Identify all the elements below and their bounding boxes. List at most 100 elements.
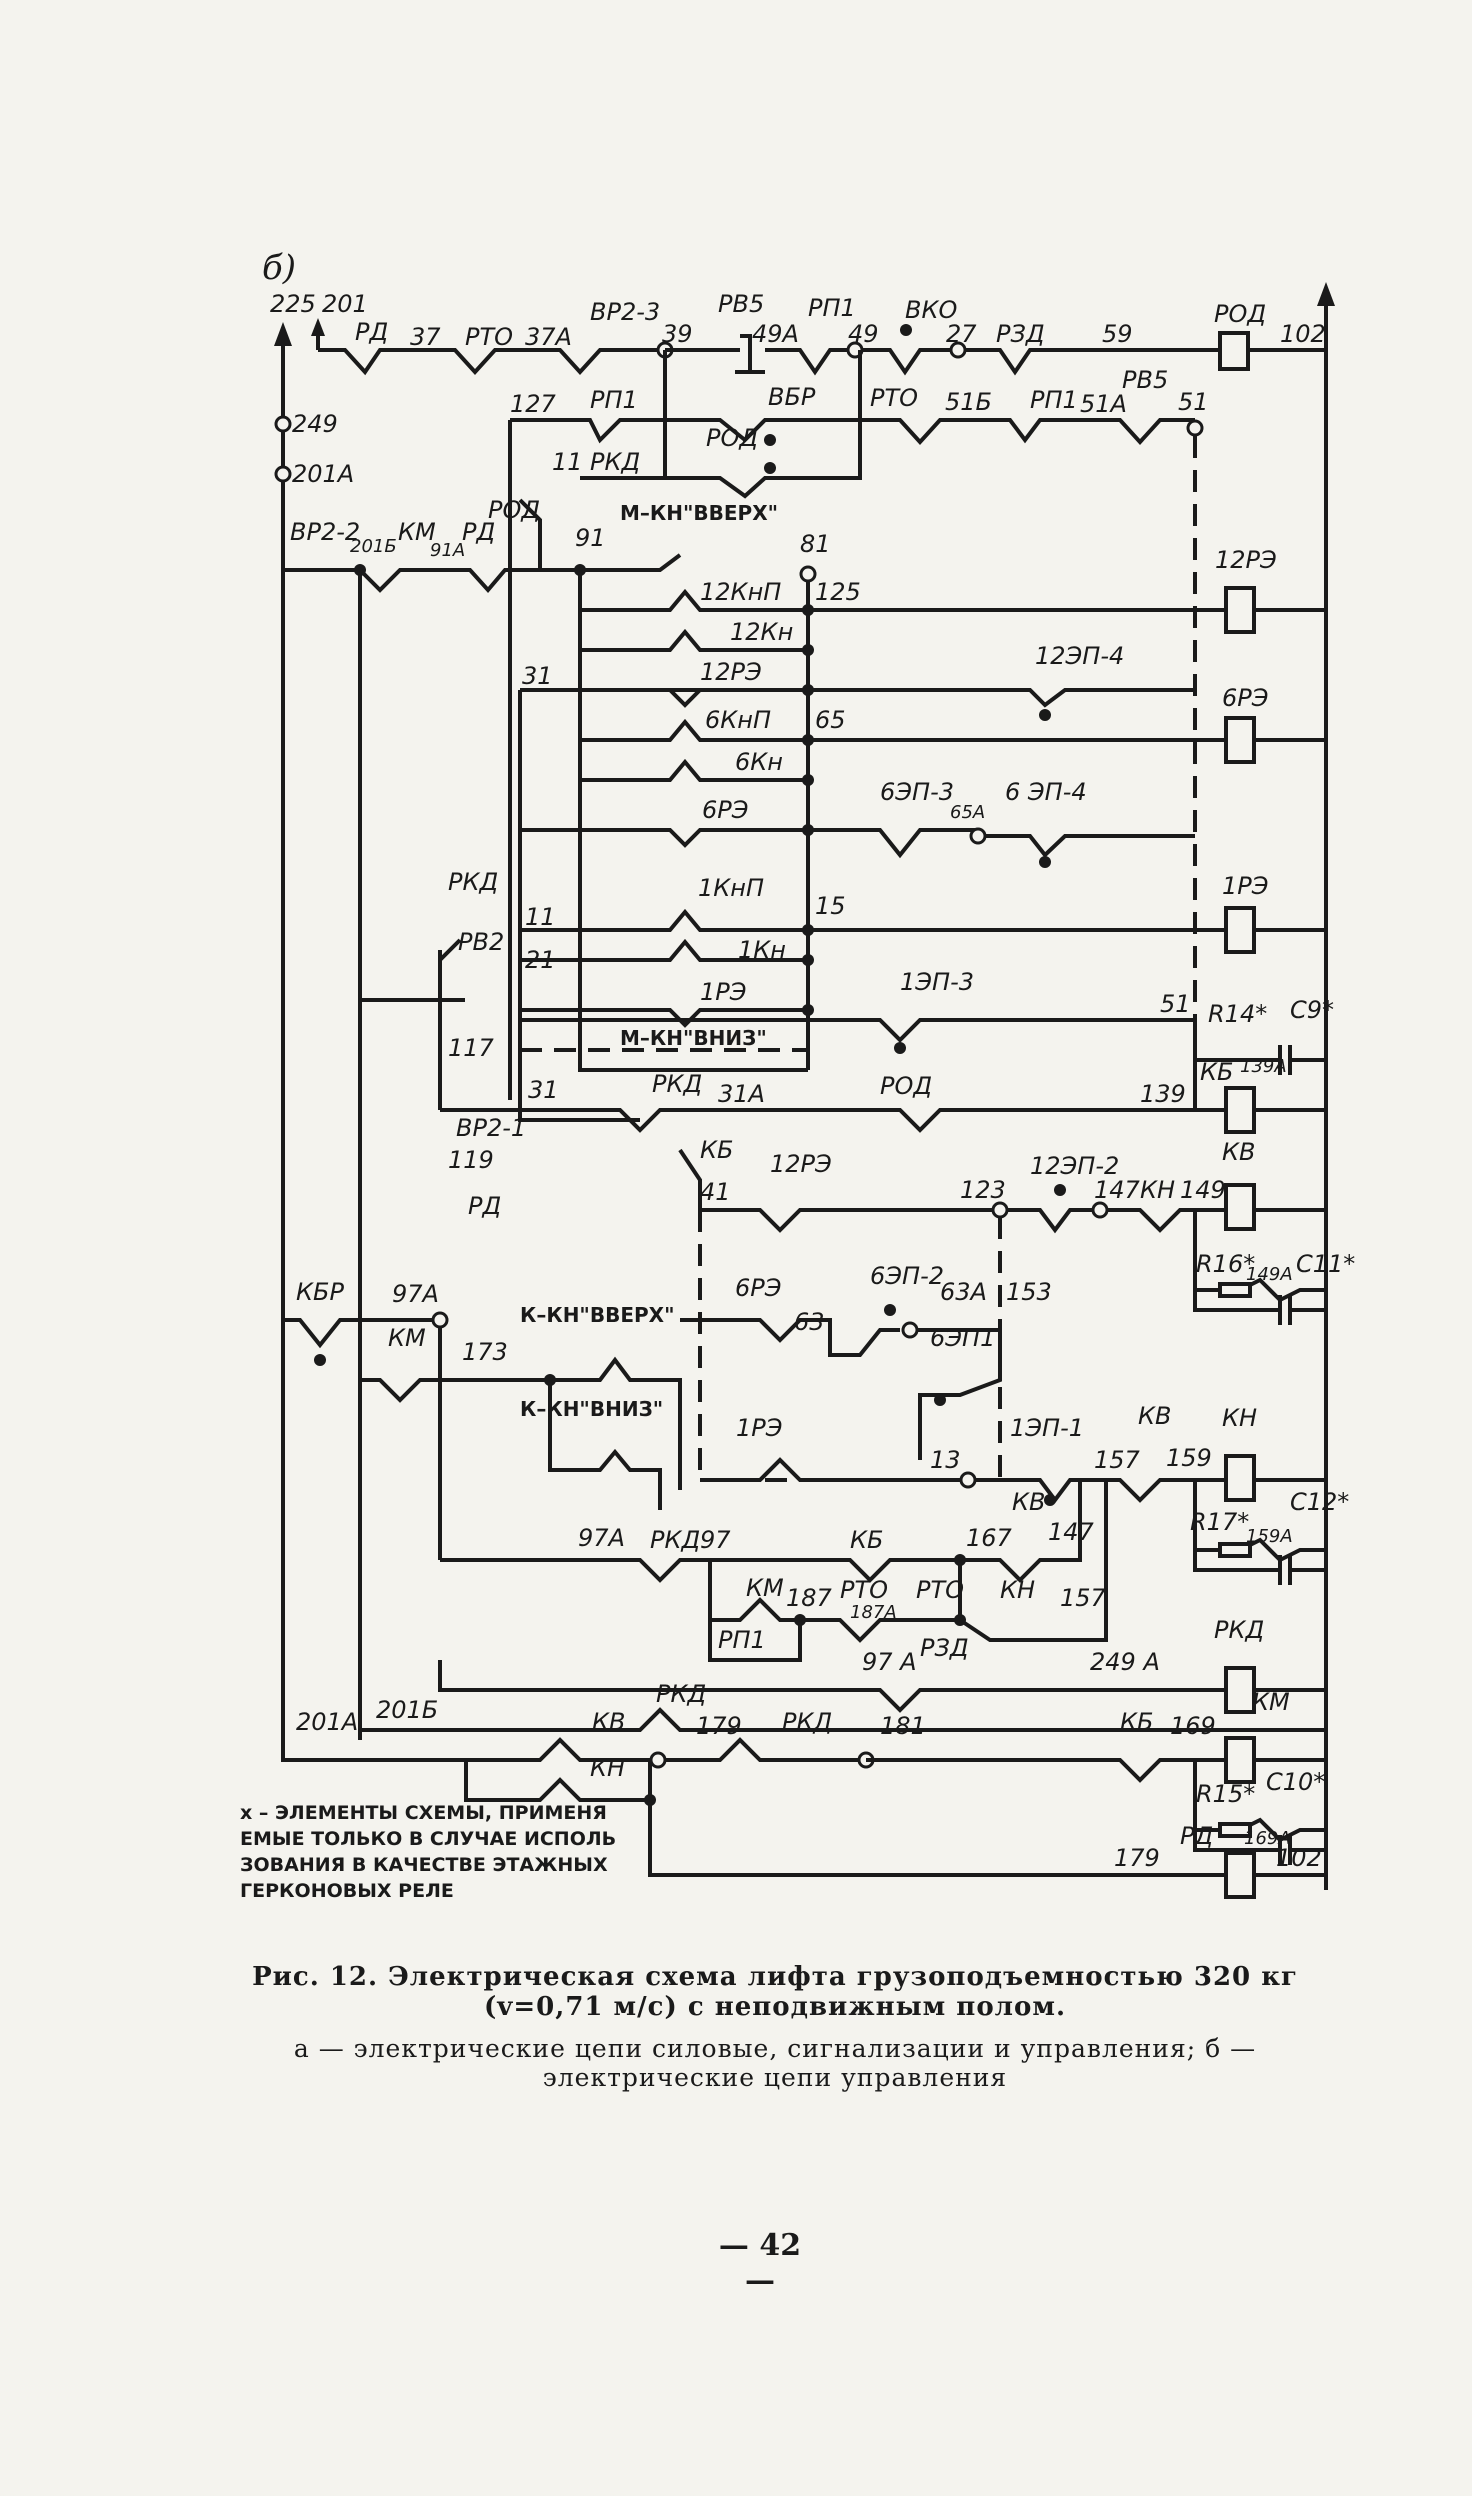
label-1re-coil: 1РЭ xyxy=(1222,872,1269,900)
component-labels: 225 201 РД 37 РТО 37А ВР2-3 39 РВ5 49А Р… xyxy=(270,290,1355,1872)
label-rd-coil: РД xyxy=(1180,1822,1213,1850)
label-167: 167 xyxy=(966,1524,1013,1552)
label-6ep1: 6ЭП1 xyxy=(930,1324,995,1352)
label-51: 51 xyxy=(1178,388,1209,416)
label-kv-4: КВ xyxy=(592,1708,626,1736)
label-kv-2: КВ xyxy=(1138,1402,1172,1430)
label-12kn: 12Кн xyxy=(730,618,793,646)
line-139 xyxy=(440,1045,1326,1134)
label-12ep-4: 12ЭП-4 xyxy=(1035,642,1124,670)
label-225: 225 xyxy=(270,290,316,318)
label-rkd-6: РКД xyxy=(656,1680,706,1708)
label-201a-2: 201А xyxy=(296,1708,358,1736)
kbr-km-circuits xyxy=(283,1304,1106,1560)
label-kbr: КБР xyxy=(296,1278,345,1306)
label-1knp: 1КнП xyxy=(698,874,764,902)
label-49a: 49А xyxy=(752,320,799,348)
label-147-b: 147 xyxy=(1048,1518,1095,1546)
label-rd: РД xyxy=(355,318,388,346)
label-6knp: 6КнП xyxy=(705,706,771,734)
floor-call-circuits xyxy=(520,553,1326,1072)
label-rd-3: РД xyxy=(468,1192,501,1220)
label-157: 157 xyxy=(1094,1446,1141,1474)
label-vbr: ВБР xyxy=(768,383,816,411)
label-rod-3: РОД xyxy=(488,496,540,524)
label-12re-coil: 12РЭ xyxy=(1215,546,1277,574)
label-159: 159 xyxy=(1166,1444,1212,1472)
label-k-kn-down: К–КН"ВНИЗ" xyxy=(520,1397,663,1421)
label-m-kn-down: М–КН"ВНИЗ" xyxy=(620,1026,767,1050)
label-81: 81 xyxy=(800,530,831,558)
label-vr2-3: ВР2-3 xyxy=(590,298,660,326)
label-rto-4: РТО xyxy=(916,1576,964,1604)
label-147: 147 xyxy=(1094,1176,1141,1204)
label-91: 91 xyxy=(575,524,606,552)
label-rzd: РЗД xyxy=(996,320,1045,348)
label-37a: 37А xyxy=(525,323,572,351)
label-rv5-b: РВ5 xyxy=(1122,366,1168,394)
label-51-b: 51 xyxy=(1160,990,1191,1018)
label-vr2-1: ВР2-1 xyxy=(456,1114,526,1142)
label-vr2-2: ВР2-2 xyxy=(290,518,360,546)
label-127: 127 xyxy=(510,390,557,418)
label-11-b: 11 xyxy=(525,903,556,931)
label-rkd: РКД xyxy=(590,448,640,476)
label-rp1: РП1 xyxy=(808,294,856,322)
label-kv-coil: КВ xyxy=(1222,1138,1256,1166)
label-kn: КН xyxy=(1140,1176,1175,1204)
lines-249A-201B xyxy=(281,1660,1326,1899)
label-179: 179 xyxy=(696,1712,742,1740)
label-m-kn-up: М–КН"ВВЕРХ" xyxy=(620,501,778,525)
figure-caption-title: Рис. 12. Электрическая схема лифта грузо… xyxy=(252,1962,1298,2022)
label-51a: 51А xyxy=(1080,390,1127,418)
label-12re: 12РЭ xyxy=(700,658,762,686)
label-63a: 63А xyxy=(940,1278,987,1306)
label-51b: 51Б xyxy=(945,388,992,416)
label-59: 59 xyxy=(1102,320,1133,348)
label-km-3: КМ xyxy=(746,1574,784,1602)
label-r17: R17* xyxy=(1190,1508,1249,1536)
label-97: 97 xyxy=(700,1526,731,1554)
label-102: 102 xyxy=(1280,320,1326,348)
label-c9: С9* xyxy=(1290,996,1334,1024)
label-rto: РТО xyxy=(465,323,513,351)
label-11: 11 xyxy=(552,448,583,476)
label-rd-2: РД xyxy=(462,518,495,546)
label-149a: 149А xyxy=(1246,1264,1293,1285)
label-rv5: РВ5 xyxy=(718,290,764,318)
label-201b: 201Б xyxy=(350,536,397,557)
page-number: — 42 — xyxy=(718,2228,802,2298)
label-21: 21 xyxy=(525,946,556,974)
label-97a-3: 97 А xyxy=(862,1648,917,1676)
label-181: 181 xyxy=(880,1712,926,1740)
label-12knp: 12КнП xyxy=(700,578,781,606)
line-97A xyxy=(440,1480,1082,1662)
label-6ep-4: 6 ЭП-4 xyxy=(1005,778,1087,806)
label-rp1-d: РП1 xyxy=(718,1626,766,1654)
label-rod-2: РОД xyxy=(706,424,758,452)
label-187a: 187А xyxy=(850,1602,897,1623)
label-c12: С12* xyxy=(1290,1488,1349,1516)
label-123: 123 xyxy=(960,1176,1006,1204)
label-157-b: 157 xyxy=(1060,1584,1107,1612)
label-102-b: 102 xyxy=(1276,1844,1322,1872)
label-119: 119 xyxy=(448,1146,494,1174)
label-rto-3: РТО xyxy=(840,1576,888,1604)
label-km: КМ xyxy=(398,518,436,546)
label-249a: 249 А xyxy=(1090,1648,1160,1676)
label-12ep-2: 12ЭП-2 xyxy=(1030,1152,1119,1180)
label-1ep-3: 1ЭП-3 xyxy=(900,968,974,996)
figure-label: б) xyxy=(262,248,297,288)
label-kb-4: КБ xyxy=(1120,1708,1154,1736)
label-kb-3: КБ xyxy=(850,1526,884,1554)
label-1re: 1РЭ xyxy=(700,978,747,1006)
top-circuit-line xyxy=(311,318,1326,376)
label-187: 187 xyxy=(786,1584,833,1612)
label-31-b: 31 xyxy=(528,1076,559,1104)
label-rp1-b: РП1 xyxy=(590,386,638,414)
figure-caption-subtitle: а — электрические цепи силовые, сигнализ… xyxy=(293,2034,1257,2092)
label-km-4: КМ xyxy=(1252,1688,1290,1716)
label-rkd-5: РКД xyxy=(1214,1616,1264,1644)
label-41: 41 xyxy=(700,1178,731,1206)
